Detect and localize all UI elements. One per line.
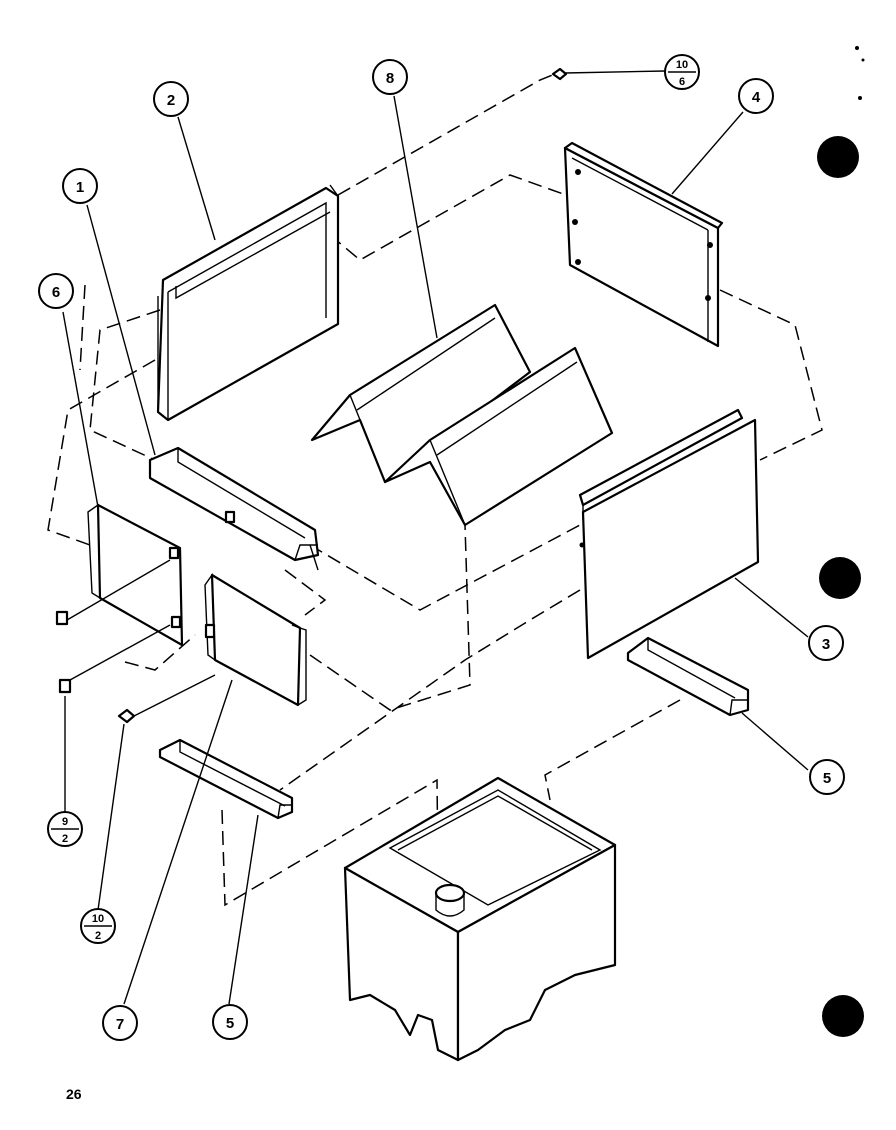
svg-text:2: 2 bbox=[95, 930, 101, 942]
fraction-callout-bottom: 10 2 bbox=[80, 908, 116, 944]
punch-hole-top bbox=[817, 136, 859, 178]
callout-5-left: 5 bbox=[212, 1004, 248, 1040]
screw-fastener-c bbox=[224, 510, 236, 524]
svg-text:4: 4 bbox=[752, 89, 761, 106]
screw-fastener-b bbox=[551, 67, 568, 81]
fraction-callout-mid: 9 2 bbox=[47, 811, 83, 847]
part-1-channel bbox=[148, 446, 320, 571]
svg-text:6: 6 bbox=[679, 76, 685, 88]
clip-fastener-b bbox=[58, 678, 72, 694]
callout-2: 2 bbox=[153, 81, 189, 117]
part-5-rail-right bbox=[626, 636, 750, 717]
svg-text:2: 2 bbox=[167, 92, 175, 109]
part-2-panel bbox=[156, 184, 340, 422]
part-5-rail-left bbox=[158, 738, 294, 820]
screw-fastener-a bbox=[117, 708, 136, 724]
punch-hole-middle bbox=[819, 557, 861, 599]
registration-holes bbox=[817, 46, 865, 1037]
callout-4: 4 bbox=[738, 78, 774, 114]
callout-1: 1 bbox=[62, 168, 98, 204]
svg-text:3: 3 bbox=[822, 636, 830, 653]
svg-text:5: 5 bbox=[226, 1015, 234, 1032]
callout-6: 6 bbox=[38, 273, 74, 309]
svg-text:7: 7 bbox=[116, 1016, 124, 1033]
svg-text:2: 2 bbox=[62, 833, 68, 845]
part-6-panel bbox=[87, 503, 184, 647]
punch-hole-bottom bbox=[822, 995, 864, 1037]
svg-text:10: 10 bbox=[92, 913, 104, 925]
fraction-callout-top: 10 6 bbox=[664, 54, 700, 90]
assembly-guide-lines bbox=[47, 73, 823, 907]
page-number: 26 bbox=[66, 1086, 82, 1102]
svg-text:1: 1 bbox=[76, 179, 84, 196]
part-4-panel bbox=[563, 141, 724, 348]
svg-text:5: 5 bbox=[823, 770, 831, 787]
svg-text:6: 6 bbox=[52, 284, 60, 301]
callout-3: 3 bbox=[808, 625, 844, 661]
svg-text:8: 8 bbox=[386, 70, 394, 87]
callout-8: 8 bbox=[372, 59, 408, 95]
leader-lines bbox=[62, 70, 809, 1005]
part-7-panel bbox=[204, 572, 307, 707]
base-box bbox=[343, 776, 617, 1062]
callout-7: 7 bbox=[102, 1005, 138, 1041]
clip-fastener-a bbox=[55, 610, 69, 626]
fasteners bbox=[55, 67, 568, 724]
svg-text:9: 9 bbox=[62, 816, 68, 828]
callout-5-right: 5 bbox=[809, 759, 845, 795]
part-8-filter bbox=[310, 303, 614, 527]
svg-text:10: 10 bbox=[676, 59, 688, 71]
part-3-panel bbox=[578, 408, 760, 660]
